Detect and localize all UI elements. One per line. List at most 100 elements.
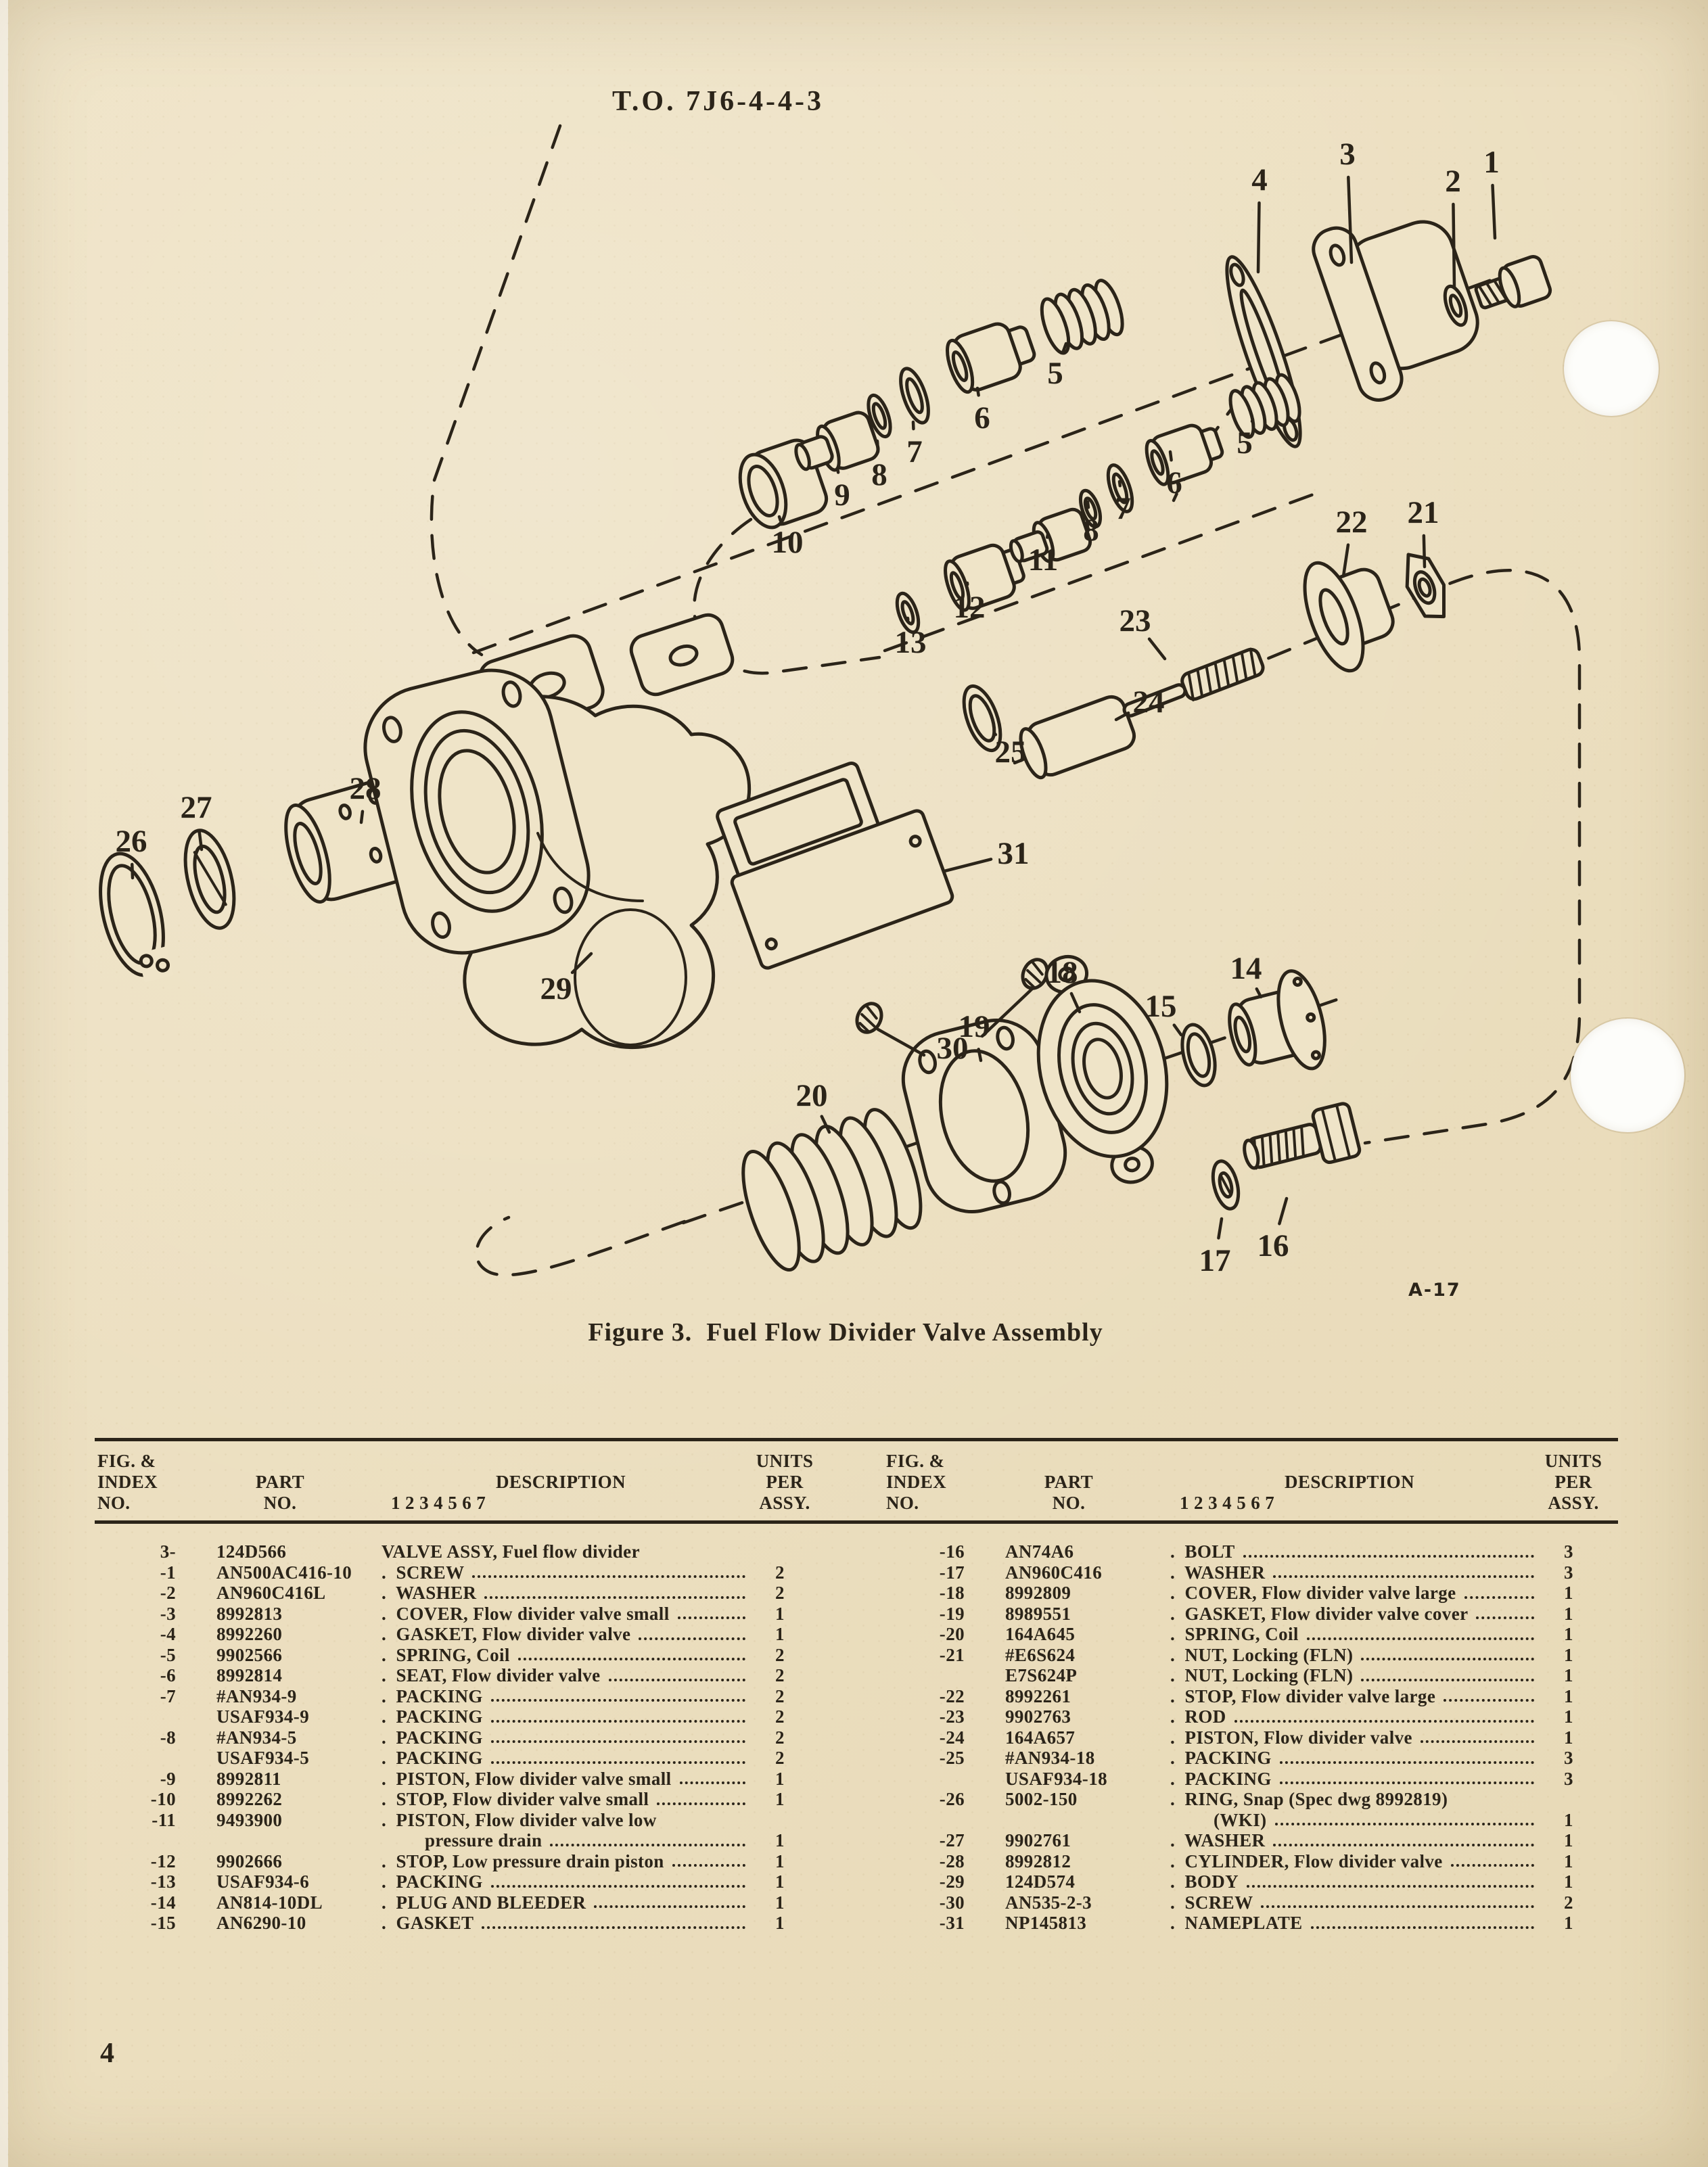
dot-leader <box>472 1575 745 1578</box>
row-index: -9 <box>160 1768 176 1789</box>
part-description: . SEAT, Flow divider valve <box>382 1665 755 1686</box>
description-text: . COVER, Flow divider valve large <box>1170 1583 1456 1603</box>
dot-leader <box>639 1637 745 1640</box>
part-21-locking-nut <box>1405 553 1446 619</box>
part-9-piston-small <box>794 411 880 472</box>
part-number: AN814-10DL <box>216 1892 323 1913</box>
callout-4: 4 <box>1251 162 1268 197</box>
chain1-axis <box>471 267 1523 655</box>
callout-leader <box>1452 202 1456 289</box>
dot-leader <box>1243 1554 1534 1558</box>
callout-28: 28 <box>350 771 382 806</box>
row-index: -31 <box>939 1913 965 1933</box>
part-number <box>179 1830 382 1851</box>
part-description: . STOP, Flow divider valve large <box>1170 1686 1544 1707</box>
part-number: AN6290-10 <box>216 1913 306 1933</box>
row-index: -1 <box>160 1562 176 1583</box>
callout-6: 6 <box>1166 465 1182 500</box>
units-count: 3 <box>1564 1562 1573 1583</box>
parts-row: -21#E6S624. NUT, Locking (FLN)1 <box>883 1645 1618 1666</box>
callout-5: 5 <box>1237 425 1253 461</box>
part-description: . SPRING, Coil <box>382 1645 755 1666</box>
description-text: . SCREW <box>1170 1892 1253 1913</box>
dot-leader <box>1234 1719 1534 1723</box>
dot-leader <box>1247 1884 1534 1888</box>
part-description: . BOLT <box>1170 1541 1544 1562</box>
callout-7: 7 <box>906 434 923 469</box>
parts-row: (WKI) 1 <box>883 1810 1618 1831</box>
units-count: 1 <box>1564 1644 1573 1665</box>
callout-15: 15 <box>1145 989 1177 1024</box>
part-number: 8992813 <box>216 1603 283 1624</box>
units-count: 3 <box>1564 1541 1573 1562</box>
callout-17: 17 <box>1199 1243 1231 1278</box>
units-count: 1 <box>775 1768 785 1789</box>
callout-leader <box>1255 987 1263 999</box>
dot-leader <box>1450 1864 1534 1867</box>
part-5b-spring <box>1228 373 1301 439</box>
units-count: 2 <box>775 1748 785 1768</box>
row-index: -11 <box>152 1809 176 1830</box>
dot-leader <box>679 1781 745 1784</box>
callout-31: 31 <box>998 836 1030 871</box>
part-11-piston-low-pressure <box>1009 507 1092 563</box>
dot-leader <box>490 1761 745 1764</box>
units-count: 1 <box>775 1830 785 1850</box>
dot-leader <box>1279 1781 1534 1784</box>
part-number: AN535-2-3 <box>1005 1892 1092 1913</box>
part-description: . PACKING <box>382 1706 755 1727</box>
row-index: -13 <box>150 1871 176 1892</box>
binder-hole-bottom <box>1571 1019 1684 1132</box>
part-description: . GASKET <box>382 1913 755 1934</box>
description-text: . ROD <box>1170 1706 1226 1727</box>
part-description: . RING, Snap (Spec dwg 8992819) <box>1170 1789 1544 1810</box>
part-description: . PACKING <box>382 1871 755 1892</box>
units-count: 3 <box>1564 1768 1573 1789</box>
row-index: -6 <box>160 1665 176 1685</box>
row-index: -5 <box>160 1644 176 1665</box>
callout-leader <box>835 466 840 474</box>
description-text: . BODY <box>1170 1871 1239 1892</box>
part-20-spring-coil <box>741 1108 923 1272</box>
description-text: (WKI) <box>1214 1809 1267 1830</box>
callout-leader <box>820 1115 831 1134</box>
row-index: -2 <box>160 1583 176 1603</box>
dot-leader <box>490 1719 745 1723</box>
dot-leader <box>1273 1843 1534 1846</box>
callout-1: 1 <box>1483 145 1500 180</box>
part-24-piston <box>1019 695 1136 780</box>
part-number: E7S624P <box>1005 1665 1078 1685</box>
description-text: . PACKING <box>382 1748 483 1768</box>
dot-leader <box>1444 1699 1534 1702</box>
part-description: . WASHER <box>1170 1562 1544 1583</box>
dot-leader <box>1273 1575 1534 1578</box>
row-index: 3- <box>160 1541 176 1562</box>
part-number: #AN934-5 <box>216 1727 297 1748</box>
part-number: AN500AC416-10 <box>216 1562 352 1583</box>
units-count: 1 <box>775 1624 785 1644</box>
callout-leader <box>777 515 783 522</box>
description-text: . PACKING <box>382 1685 483 1706</box>
part-number <box>967 1810 1170 1831</box>
callout-20: 20 <box>796 1078 828 1113</box>
callout-leader <box>980 985 1036 1038</box>
dot-leader <box>1310 1926 1534 1929</box>
part-number: 8992811 <box>216 1768 281 1789</box>
part-number: AN960C416L <box>216 1583 326 1603</box>
units-count: 1 <box>1564 1809 1573 1830</box>
callout-leader <box>1422 534 1427 569</box>
scan-edge <box>0 0 8 2167</box>
callout-leader <box>570 952 593 975</box>
units-count: 2 <box>775 1706 785 1727</box>
